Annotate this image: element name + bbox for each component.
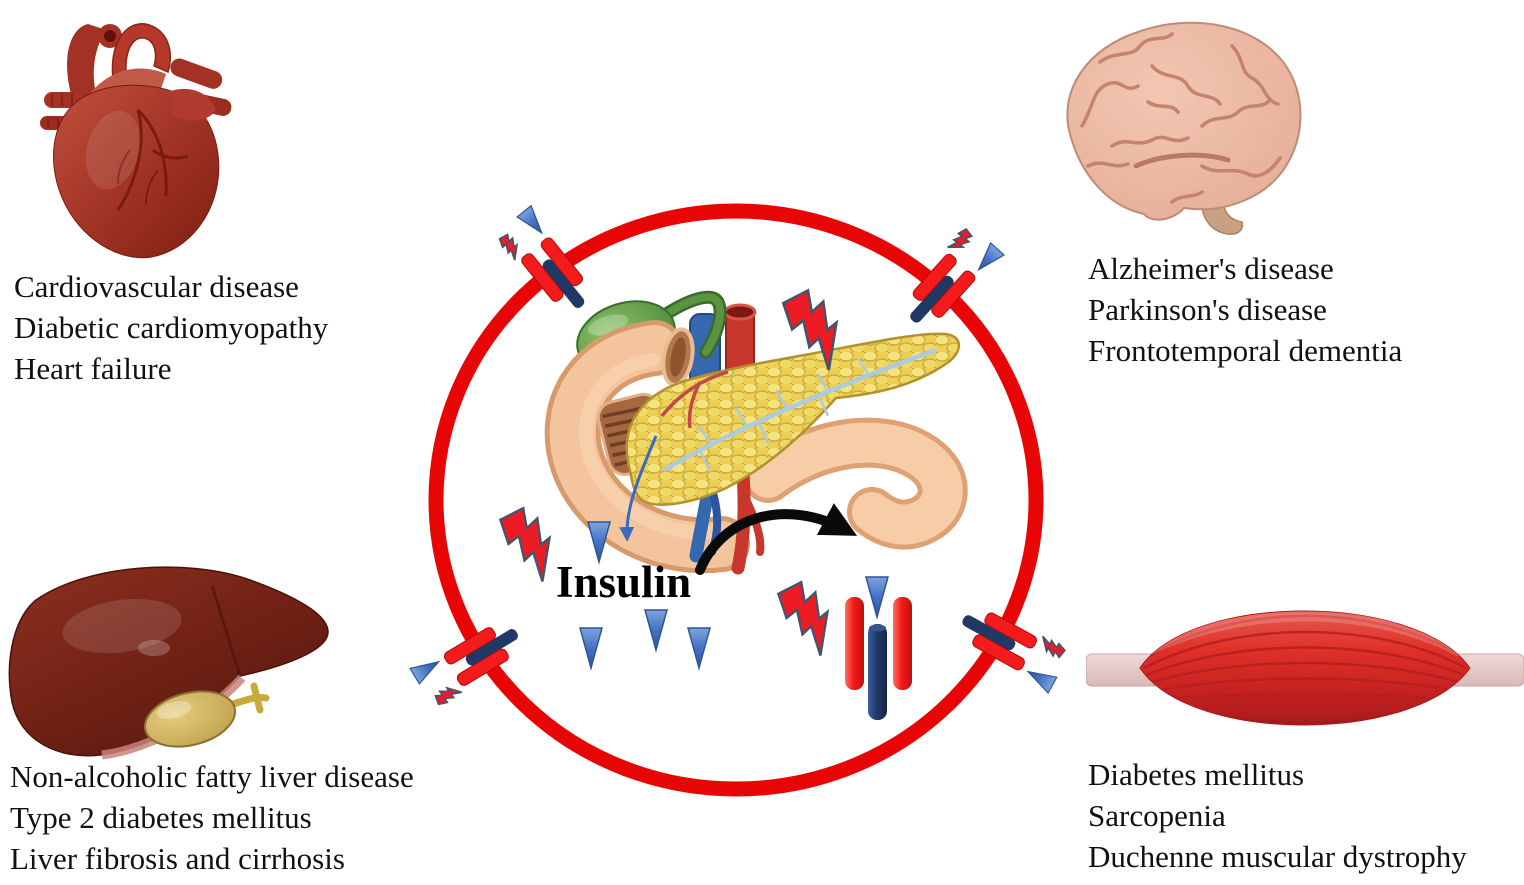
disease-item: Diabetic cardiomyopathy xyxy=(14,310,329,345)
disease-item: Liver fibrosis and cirrhosis xyxy=(10,841,345,876)
muscle-disease-list: Diabetes mellitus Sarcopenia Duchenne mu… xyxy=(1088,754,1467,877)
stress-lightning-icon xyxy=(770,574,850,659)
pancreas-icon xyxy=(544,290,968,575)
blocked-insulin-receptor-icon xyxy=(894,223,1004,337)
disease-item: Cardiovascular disease xyxy=(14,269,299,304)
disease-item: Parkinson's disease xyxy=(1088,292,1327,327)
disease-item: Duchenne muscular dystrophy xyxy=(1088,839,1467,874)
disease-item: Sarcopenia xyxy=(1088,798,1226,833)
insulin-molecule-icon xyxy=(687,627,711,669)
insulin-secretion-arrow xyxy=(695,503,858,575)
insulin-molecule-icon xyxy=(644,609,668,651)
liver-disease-list: Non-alcoholic fatty liver disease Type 2… xyxy=(10,756,414,879)
liver-gallbladder-icon xyxy=(143,682,270,748)
liver-icon xyxy=(8,566,329,760)
disease-item: Alzheimer's disease xyxy=(1088,251,1334,286)
heart-icon xyxy=(40,23,232,259)
prohibition-circle-icon xyxy=(428,203,1044,797)
brain-icon xyxy=(1066,21,1302,235)
disease-item: Diabetes mellitus xyxy=(1088,757,1305,792)
brain-disease-list: Alzheimer's disease Parkinson's disease … xyxy=(1088,248,1402,371)
muscle-icon xyxy=(1086,610,1524,726)
disease-item: Heart failure xyxy=(14,351,172,386)
insulin-release-arrow xyxy=(619,435,658,542)
insulin-molecule-icon xyxy=(579,627,603,669)
insulin-label: Insulin xyxy=(556,557,692,607)
insulin-receptor-icon xyxy=(845,597,912,720)
heart-disease-list: Cardiovascular disease Diabetic cardiomy… xyxy=(14,266,328,389)
insulin-molecule-icon xyxy=(865,576,889,618)
disease-item: Type 2 diabetes mellitus xyxy=(10,800,312,835)
disease-item: Frontotemporal dementia xyxy=(1088,333,1403,368)
disease-item: Non-alcoholic fatty liver disease xyxy=(10,759,414,794)
